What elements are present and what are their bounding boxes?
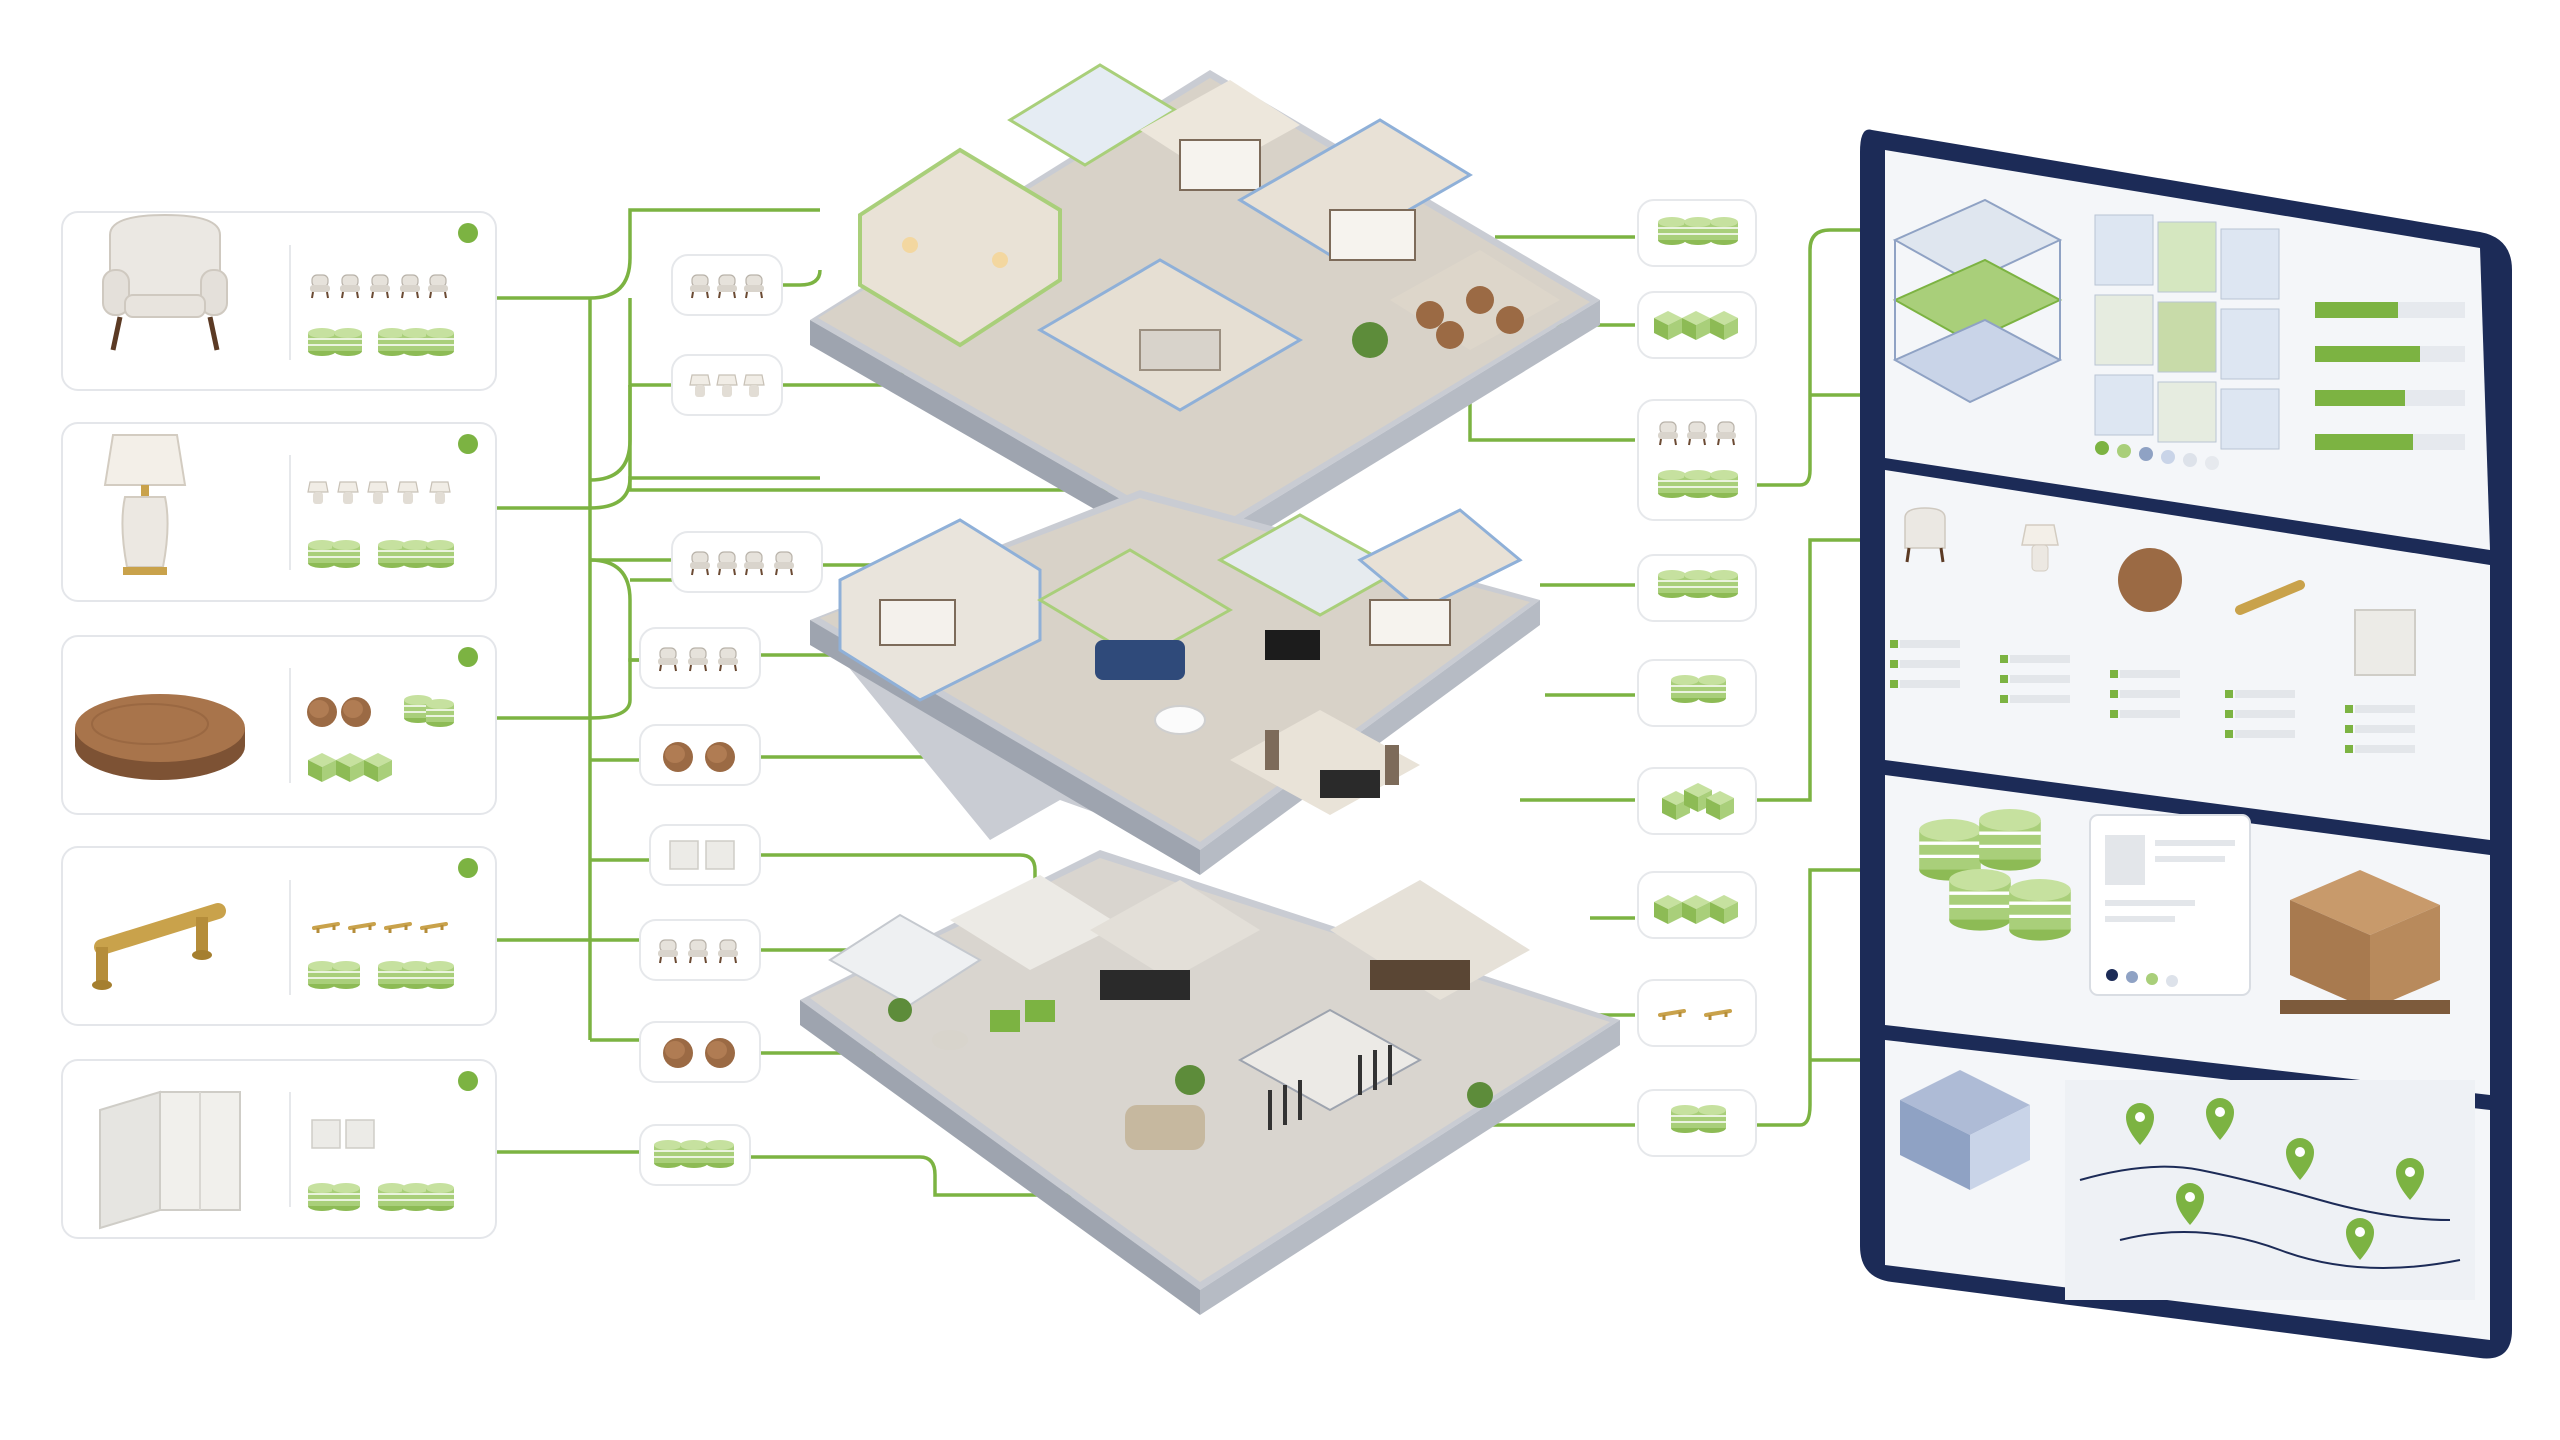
progress-fill: [2315, 390, 2405, 406]
inventory-panel[interactable]: [1885, 775, 2490, 1095]
catalog-armchair-icon: [1904, 507, 1946, 563]
catalog-disc-icon: [2118, 548, 2182, 612]
chip-stock-r9[interactable]: [1637, 1089, 1757, 1157]
apartment-floor: [810, 490, 1540, 875]
lamp-icon: [103, 434, 187, 575]
chip-lamps[interactable]: [671, 354, 783, 416]
catalog-card-lamp[interactable]: [61, 422, 497, 602]
delivery-map-panel[interactable]: [1885, 1040, 2490, 1340]
chip-stock-stacks-left[interactable]: [639, 1124, 751, 1186]
product-catalog-panel[interactable]: [1885, 470, 2490, 840]
color-swatches: [2095, 441, 2219, 470]
chip-chairs-3[interactable]: [639, 627, 761, 689]
catalog-status-bars: [1890, 640, 2353, 753]
armchair-icon: [102, 213, 228, 351]
stacked-floors-icon: [1892, 198, 2063, 404]
hotel-rooms-floor: [810, 63, 1600, 570]
catalog-handle-icon: [2235, 580, 2305, 615]
progress-bars: [2315, 302, 2465, 450]
handle-stock-stacks: [307, 960, 455, 990]
panel-stock-stacks: [307, 1182, 455, 1212]
tile-icon: [99, 1090, 241, 1230]
catalog-card-tabletop[interactable]: [61, 635, 497, 815]
catalog-list-rows: [1900, 640, 2415, 753]
chip-chairs-r3[interactable]: [1637, 399, 1757, 521]
chip-tiles[interactable]: [649, 824, 761, 886]
handle-icon: [92, 903, 226, 990]
progress-fill: [2315, 346, 2420, 362]
chip-chairs-2[interactable]: [671, 531, 823, 593]
chip-wood-discs-1[interactable]: [639, 724, 761, 786]
chip-stock-r1[interactable]: [1637, 199, 1757, 267]
retail-floor: [800, 850, 1620, 1315]
chip-handles-r8[interactable]: [1637, 979, 1757, 1047]
shipping-box-icon: [2280, 870, 2450, 1014]
floor-plan-thumbnails: [2094, 214, 2280, 450]
chip-boxes-r7[interactable]: [1637, 871, 1757, 939]
lamp-stock-stacks: [307, 539, 455, 569]
inventory-document-icon: [2089, 814, 2251, 996]
chip-wood-discs-2[interactable]: [639, 1021, 761, 1083]
armchair-stock-stacks: [307, 327, 455, 357]
chip-chairs-4[interactable]: [639, 919, 761, 981]
warehouse-icon: [1900, 1070, 2030, 1190]
chip-boxes-r6[interactable]: [1637, 767, 1757, 835]
chip-stock-r5[interactable]: [1637, 659, 1757, 727]
catalog-tile-icon: [2354, 609, 2416, 676]
chip-chairs-1[interactable]: [671, 254, 783, 316]
chip-stock-r4[interactable]: [1637, 554, 1757, 622]
floor-plan-panel[interactable]: [1885, 150, 2490, 550]
progress-fill: [2315, 302, 2398, 318]
catalog-card-panel[interactable]: [61, 1059, 497, 1239]
catalog-card-handle[interactable]: [61, 846, 497, 1026]
wood-disc-icon: [75, 694, 245, 780]
catalog-lamp-icon: [2021, 524, 2059, 572]
chip-boxes-r2[interactable]: [1637, 291, 1757, 359]
progress-fill: [2315, 434, 2413, 450]
catalog-card-armchair[interactable]: [61, 211, 497, 391]
